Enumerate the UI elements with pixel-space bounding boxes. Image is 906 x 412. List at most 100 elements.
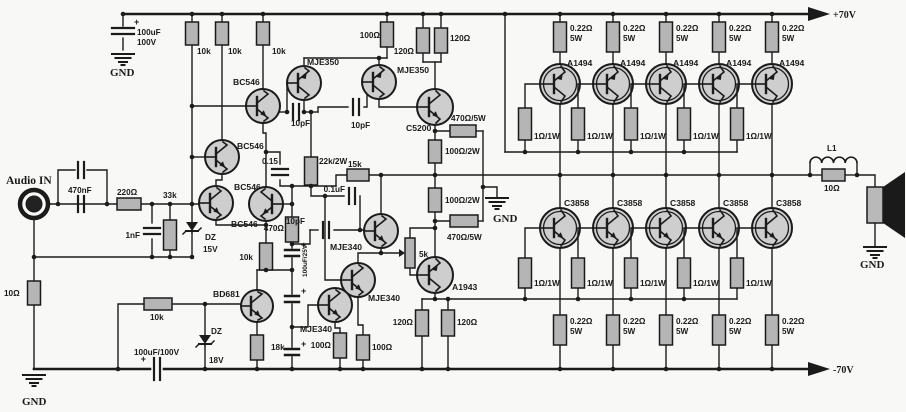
wire: [291, 229, 311, 245]
resistor-body: [570, 257, 586, 289]
junction-dot: [716, 11, 722, 17]
junction-dot: [284, 109, 290, 115]
junction-dot: [260, 11, 266, 17]
capacitor-label: 10pF: [291, 119, 310, 128]
resistor-body: [711, 21, 727, 53]
junction-dot: [31, 254, 37, 260]
junction-dot: [769, 11, 775, 17]
pot-body: [404, 237, 416, 269]
emitter-arrow: [609, 73, 616, 80]
wire: [327, 288, 342, 304]
resistor-label: 120Ω: [393, 318, 414, 327]
junction-dot: [628, 296, 634, 302]
resistor-body: [517, 107, 533, 141]
resistor: 10Ω: [4, 280, 42, 306]
wire: [255, 89, 270, 105]
resistor-body: [116, 197, 142, 211]
junction-dot: [432, 218, 438, 224]
wire: [658, 85, 673, 104]
junction-dot: [337, 366, 343, 372]
wire: [371, 83, 386, 99]
junction-dot: [120, 11, 126, 17]
transistor-C3858: C3858: [698, 198, 749, 249]
resistor-label: 120Ω: [450, 34, 471, 43]
resistor: 100Ω: [311, 332, 348, 359]
resistor-body: [346, 168, 370, 182]
resistor-body: [764, 21, 780, 53]
wire: [524, 227, 541, 259]
speaker-body: [866, 186, 884, 224]
resistor-label: 1Ω/1W: [746, 279, 772, 288]
junction-dot: [628, 149, 634, 155]
transistor-label: A1494: [620, 58, 646, 68]
resistor-body: [605, 314, 621, 346]
junction-dot: [432, 296, 438, 302]
ground-label: GND: [110, 67, 135, 79]
wire: [117, 303, 145, 370]
resistor: 100Ω: [360, 21, 395, 48]
junction-dot: [289, 241, 295, 247]
wire: [711, 229, 726, 248]
transistor-label: C3858: [776, 198, 802, 208]
wire: [215, 173, 223, 187]
resistor-label: 1Ω/1W: [534, 132, 560, 141]
resistor-label: 100Ω: [372, 343, 393, 352]
wire: [265, 151, 281, 165]
transistor-label: A1494: [673, 58, 699, 68]
junction-dot: [289, 324, 295, 330]
junction-dot: [420, 11, 426, 17]
electrolytic-stack: +++100uF/25V: [283, 240, 309, 357]
junction-dot: [432, 225, 438, 231]
polarity-plus: +: [141, 354, 146, 364]
wire: [427, 89, 442, 106]
resistor-label: 5W: [623, 327, 636, 336]
transistor-A1943: A1943: [416, 256, 478, 294]
resistor: 120Ω: [433, 27, 471, 54]
transistor-label: C3858: [564, 198, 590, 208]
transistor-BD681: BD681: [213, 289, 274, 323]
capacitor: 10pF: [351, 97, 370, 130]
capacitor: [76, 160, 86, 180]
capacitor-label: 10pF: [286, 217, 305, 226]
wire: [711, 208, 726, 227]
wire: [409, 267, 418, 276]
junction-dot: [254, 366, 260, 372]
transistor-C3858: C3858: [645, 198, 696, 249]
resistor: 10k: [239, 242, 274, 271]
junction-dot: [610, 11, 616, 17]
junction-dot: [384, 11, 390, 17]
wire: [350, 263, 365, 279]
emitter-arrow: [769, 232, 776, 239]
resistor-label: 0.22Ω: [729, 317, 752, 326]
transistor-C3858: C3858: [751, 198, 802, 249]
polarity-plus: +: [301, 240, 306, 250]
emitter-arrow: [768, 73, 775, 80]
junction-dot: [522, 149, 528, 155]
wire: [350, 281, 365, 297]
resistor-body: [449, 124, 477, 138]
wire: [334, 321, 341, 334]
capacitor: 100uF/100V+: [134, 348, 180, 382]
junction-dot: [189, 201, 195, 207]
wire: [214, 140, 229, 156]
wire: [764, 85, 779, 104]
resistor: 120Ω: [393, 309, 430, 337]
resistor-label: 1Ω/1W: [640, 132, 666, 141]
junction-dot: [189, 11, 195, 17]
emitter-arrow: [219, 161, 226, 168]
junction-dot: [522, 296, 528, 302]
wire: [262, 122, 267, 188]
transistor-BC546: BC546: [198, 182, 261, 221]
junction-dot: [854, 172, 860, 178]
resistor-body: [143, 297, 173, 311]
wire: [249, 290, 264, 305]
emitter-arrow: [300, 72, 307, 79]
wire: [327, 306, 342, 322]
junction-dot: [769, 172, 775, 178]
junction-dot: [663, 366, 669, 372]
junction-dot: [419, 366, 425, 372]
resistor-label: 10Ω: [824, 184, 840, 193]
